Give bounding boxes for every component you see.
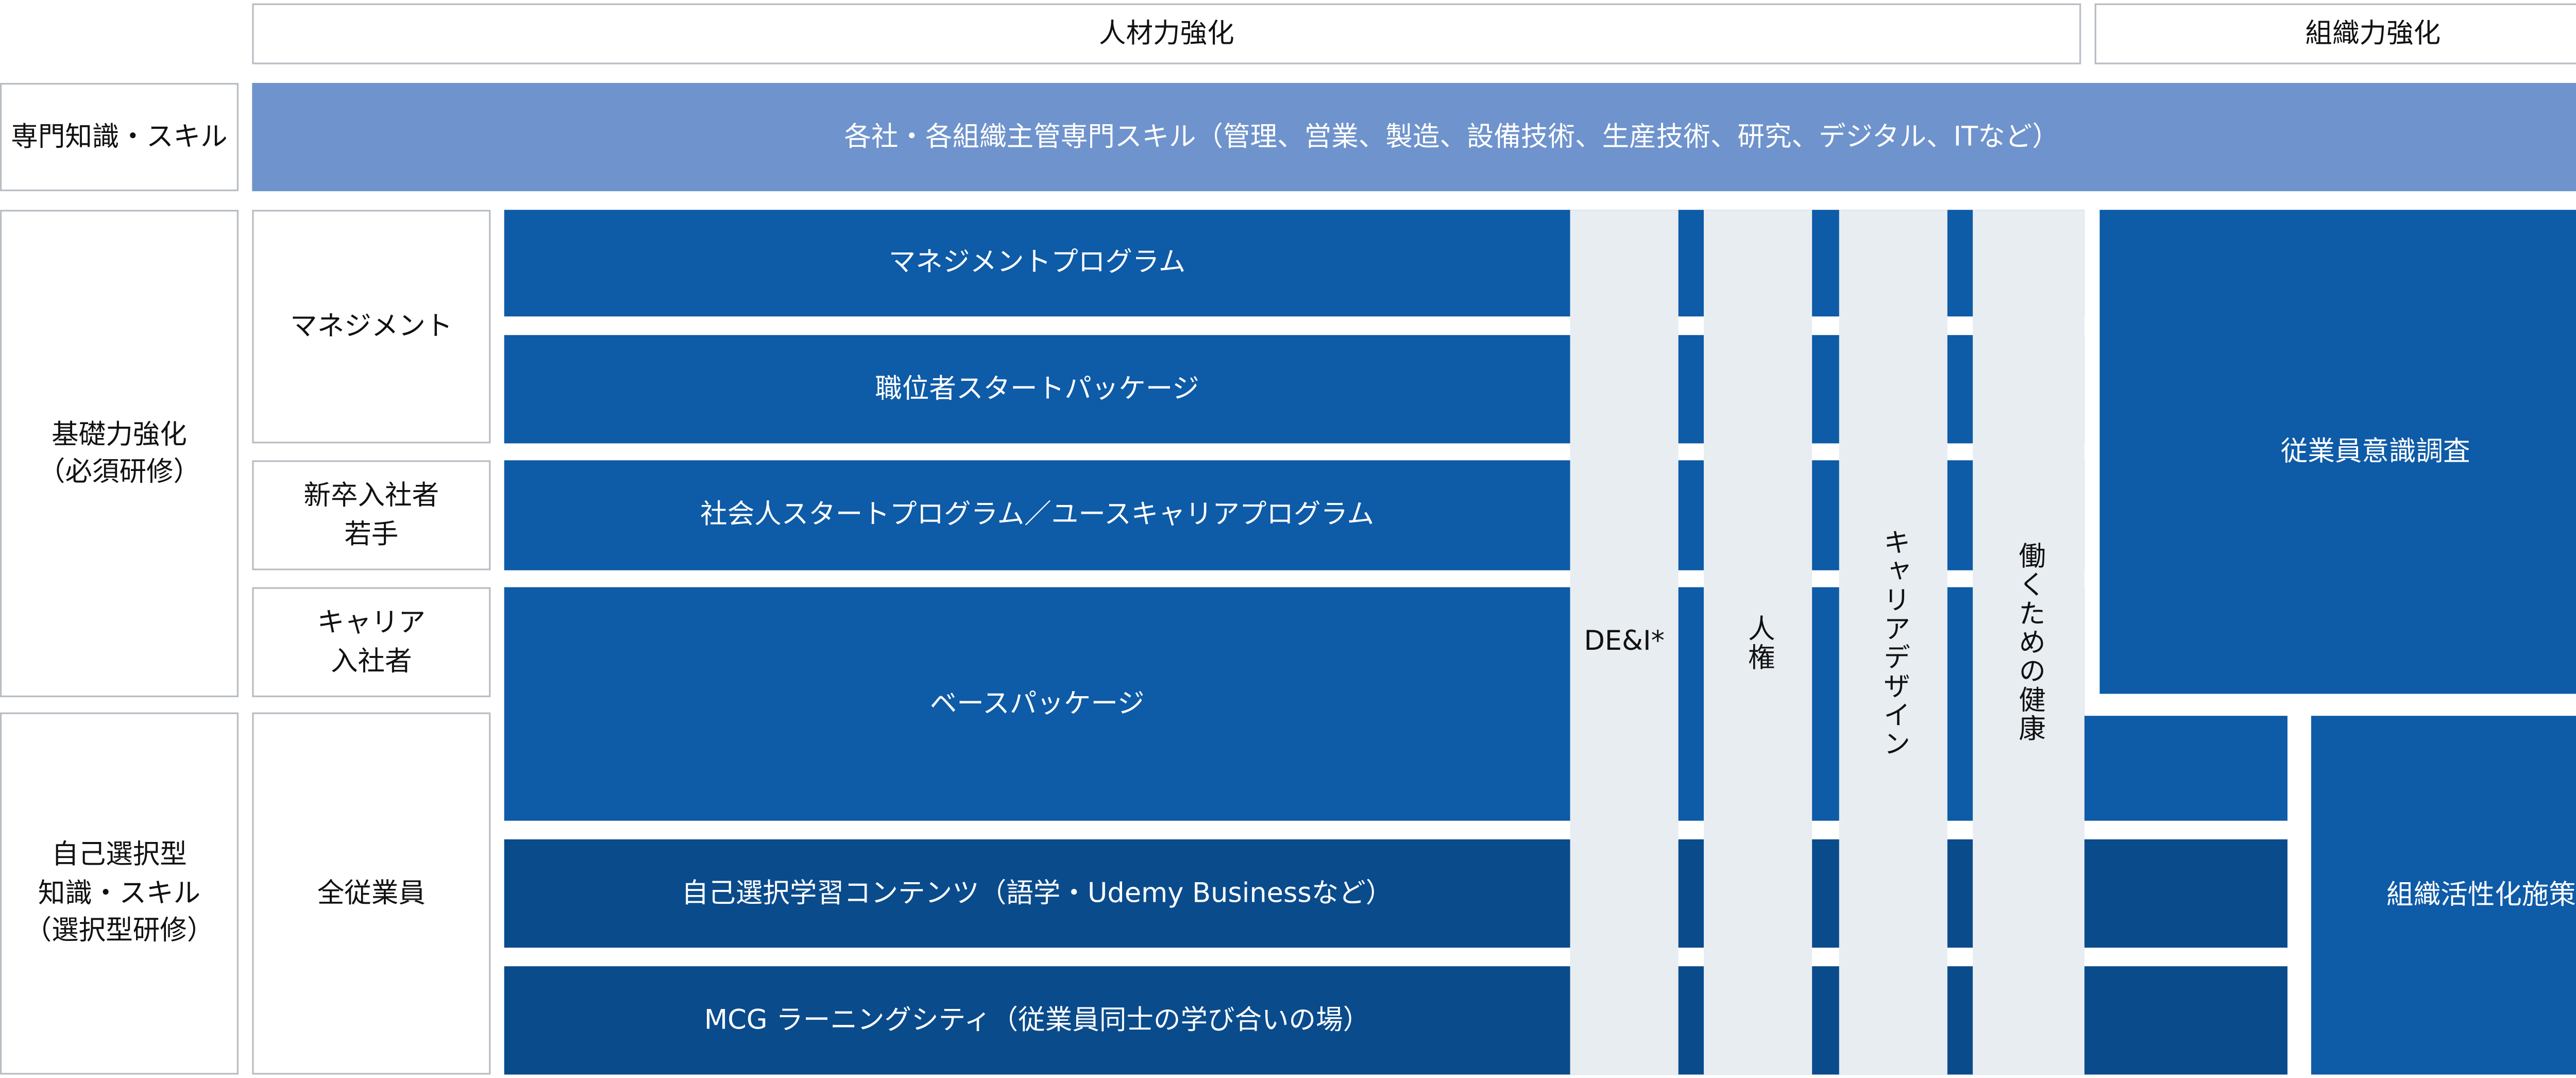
mcg-learning-city-label: MCG ラーニングシティ（従業員同士の学び合いの場） <box>704 1003 1370 1036</box>
management-program-label: マネジメントプログラム <box>888 246 1186 278</box>
specialist-skills-label: 専門知識・スキル <box>11 120 228 152</box>
basic-skills-category: 基礎力強化 （必須研修） <box>0 210 239 698</box>
org-extension-base <box>2084 716 2287 821</box>
dei-column: DE&I* <box>1570 210 1679 1075</box>
management-audience-label: マネジメント <box>290 309 453 342</box>
self-learning-label: 自己選択学習コンテンツ（語学・Udemy Businessなど） <box>681 876 1393 908</box>
selective-skills-category: 自己選択型 知識・スキル （選択型研修） <box>0 712 239 1075</box>
org-strengthening-label: 組織力強化 <box>2305 16 2441 49</box>
career-design-label: キャリアデザイン <box>1878 527 1911 757</box>
all-employees-audience-label: 全従業員 <box>317 876 426 908</box>
dei-label: DE&I* <box>1584 625 1665 658</box>
employee-survey-label: 従業員意識調査 <box>2280 434 2470 467</box>
hr-strengthening-header: 人材力強化 <box>252 3 2081 64</box>
health-column: 働くための健康 <box>1973 210 2084 1075</box>
newgrad-audience-label-2: 若手 <box>344 517 399 549</box>
hr-strengthening-label: 人材力強化 <box>1098 16 1234 49</box>
org-extension-mcg <box>2084 966 2287 1075</box>
career-hire-audience-label-2: 入社者 <box>330 644 412 676</box>
specialist-skills-banner-text: 各社・各組織主管専門スキル（管理、営業、製造、設備技術、生産技術、研究、デジタル… <box>844 120 2059 152</box>
selective-skills-label-3: （選択型研修） <box>24 914 214 947</box>
basic-skills-sublabel: （必須研修） <box>38 455 201 487</box>
position-package-label: 職位者スタートパッケージ <box>875 372 1199 405</box>
basic-skills-label: 基礎力強化 <box>52 417 187 450</box>
all-employees-audience: 全従業員 <box>252 712 491 1075</box>
management-program-bar: マネジメントプログラム <box>504 210 2084 317</box>
base-package-label: ベースパッケージ <box>929 686 1145 719</box>
org-extension-self-learning <box>2084 839 2287 948</box>
management-audience: マネジメント <box>252 210 491 444</box>
org-activation-block: 組織活性化施策 <box>2311 716 2576 1075</box>
org-strengthening-header: 組織力強化 <box>2094 3 2576 64</box>
employee-survey-block: 従業員意識調査 <box>2099 210 2576 694</box>
selective-skills-label-1: 自己選択型 <box>52 838 187 871</box>
specialist-skills-category: 専門知識・スキル <box>0 82 239 192</box>
starter-program-bar: 社会人スタートプログラム／ユースキャリアプログラム <box>504 460 2084 570</box>
selective-skills-label-2: 知識・スキル <box>38 876 201 908</box>
newgrad-audience: 新卒入社者 若手 <box>252 460 491 570</box>
career-hire-audience-label-1: キャリア <box>317 606 426 638</box>
starter-program-label: 社会人スタートプログラム／ユースキャリアプログラム <box>700 498 1375 530</box>
self-learning-bar: 自己選択学習コンテンツ（語学・Udemy Businessなど） <box>504 839 2084 948</box>
human-rights-label: 人権 <box>1743 613 1775 671</box>
position-package-bar: 職位者スタートパッケージ <box>504 335 2084 444</box>
base-package-bar: ベースパッケージ <box>504 587 2084 821</box>
human-rights-column: 人権 <box>1703 210 1812 1075</box>
career-hire-audience: キャリア 入社者 <box>252 587 491 698</box>
health-label: 働くための健康 <box>2013 541 2046 743</box>
org-activation-label: 組織活性化施策 <box>2386 878 2576 911</box>
career-design-column: キャリアデザイン <box>1839 210 1947 1075</box>
specialist-skills-banner: 各社・各組織主管専門スキル（管理、営業、製造、設備技術、生産技術、研究、デジタル… <box>252 82 2576 192</box>
mcg-learning-city-bar: MCG ラーニングシティ（従業員同士の学び合いの場） <box>504 966 2084 1075</box>
newgrad-audience-label-1: 新卒入社者 <box>303 479 439 512</box>
